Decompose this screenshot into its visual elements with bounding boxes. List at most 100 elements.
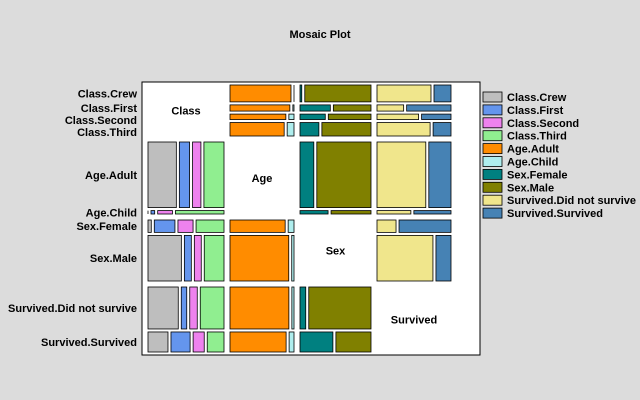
tile-sex-female-class-first	[153, 219, 176, 233]
tile-survived-yes-class-second	[192, 331, 205, 353]
tile-survived-no-sex-male	[308, 286, 372, 330]
tile-sex-female-survived-no	[376, 219, 397, 233]
row-label-survived-did-not-survive: Survived.Did not survive	[8, 303, 137, 315]
tile-class-second-sex-male	[327, 113, 372, 120]
tile-class-third-sex-female	[299, 122, 320, 137]
legend-swatch-age-child	[482, 156, 503, 167]
tile-sex-female-class-third	[195, 219, 225, 233]
tile-class-second-survived-yes	[421, 113, 452, 120]
tile-class-first-sex-male	[332, 104, 372, 112]
tile-survived-no-age-child	[291, 286, 295, 330]
tile-class-third-survived-yes	[432, 122, 452, 137]
legend-label-sex-male: Sex.Male	[507, 182, 554, 194]
row-label-survived-survived: Survived.Survived	[41, 337, 137, 349]
tile-sex-male-class-first	[183, 234, 192, 282]
tile-age-adult-class-third	[203, 141, 225, 208]
tile-sex-female-age-adult	[229, 219, 286, 233]
tile-age-adult-class-first	[178, 141, 190, 208]
tile-age-adult-class-crew	[147, 141, 177, 208]
tile-class-crew-sex-male	[304, 84, 372, 103]
legend-label-class-crew: Class.Crew	[507, 92, 567, 104]
legend-swatch-survived-survived	[482, 207, 503, 219]
legend-swatch-class-third	[482, 130, 503, 142]
tile-sex-male-class-crew	[147, 234, 182, 282]
tile-age-adult-survived-yes	[428, 141, 452, 208]
diag-label-class: Class	[171, 106, 200, 118]
tile-sex-female-survived-yes	[398, 219, 452, 233]
legend-label-class-third: Class.Third	[507, 131, 567, 143]
tile-class-crew-sex-female	[299, 84, 303, 103]
tile-age-adult-class-second	[192, 141, 202, 208]
legend-swatch-class-crew	[482, 91, 503, 103]
tile-class-crew-age-adult	[229, 84, 292, 103]
tile-class-first-age-child	[292, 104, 295, 112]
tile-age-child-survived-yes	[413, 210, 452, 215]
tile-age-child-sex-male	[330, 210, 372, 215]
tile-age-adult-survived-no	[376, 141, 427, 208]
legend-label-age-adult: Age.Adult	[507, 144, 559, 156]
tile-sex-male-class-second	[193, 234, 202, 282]
legend-swatch-survived-did-not-survive	[482, 194, 503, 206]
tile-sex-male-age-child	[291, 234, 295, 282]
legend-label-survived-survived: Survived.Survived	[507, 208, 603, 220]
tile-sex-male-class-third	[203, 234, 225, 282]
legend-swatch-class-first	[482, 104, 503, 116]
tile-class-third-survived-no	[376, 122, 431, 137]
tile-survived-no-class-second	[189, 286, 198, 330]
row-label-age-adult: Age.Adult	[85, 170, 137, 182]
tile-survived-yes-class-third	[206, 331, 225, 353]
tile-survived-no-class-third	[199, 286, 225, 330]
tile-class-third-age-child	[286, 122, 295, 137]
tile-class-crew-survived-no	[376, 84, 432, 103]
row-label-age-child: Age.Child	[86, 207, 137, 219]
tile-class-third-age-adult	[229, 122, 285, 137]
row-label-sex-male: Sex.Male	[90, 253, 137, 265]
tile-survived-yes-class-crew	[147, 331, 169, 353]
tile-age-child-sex-female	[299, 210, 329, 215]
tile-survived-yes-sex-male	[335, 331, 372, 353]
tile-class-first-survived-no	[376, 104, 405, 112]
legend-label-sex-female: Sex.Female	[507, 169, 568, 181]
tile-sex-male-age-adult	[229, 234, 290, 282]
tile-survived-yes-age-adult	[229, 331, 287, 353]
tile-sex-female-age-child	[287, 219, 295, 233]
row-label-sex-female: Sex.Female	[76, 221, 137, 233]
row-label-class-third: Class.Third	[77, 127, 137, 139]
tile-class-crew-survived-yes	[433, 84, 452, 103]
legend-label-class-first: Class.First	[507, 105, 564, 117]
tile-age-adult-sex-male	[316, 141, 372, 208]
tile-survived-no-class-first	[180, 286, 188, 330]
tile-sex-male-survived-no	[376, 234, 434, 282]
tile-class-first-sex-female	[299, 104, 331, 112]
tile-class-third-sex-male	[321, 122, 372, 137]
tile-survived-yes-class-first	[170, 331, 191, 353]
row-label-class-first: Class.First	[81, 103, 138, 115]
tile-sex-male-survived-yes	[435, 234, 452, 282]
legend-swatch-class-second	[482, 117, 503, 129]
tile-sex-female-class-crew	[147, 219, 152, 233]
diag-label-survived: Survived	[391, 315, 437, 327]
tile-class-second-age-adult	[229, 113, 287, 120]
row-label-class-crew: Class.Crew	[78, 88, 138, 100]
tile-survived-no-class-crew	[147, 286, 179, 330]
diag-label-age: Age	[252, 173, 273, 185]
tile-age-child-class-second	[157, 210, 173, 215]
tile-age-child-class-third	[175, 210, 225, 215]
tile-class-first-survived-yes	[406, 104, 452, 112]
diag-label-sex: Sex	[326, 246, 346, 258]
chart-title: Mosaic Plot	[289, 29, 350, 41]
legend-swatch-age-adult	[482, 143, 503, 155]
legend-label-age-child: Age.Child	[507, 157, 558, 169]
tile-sex-female-class-second	[177, 219, 194, 233]
tile-class-first-age-adult	[229, 104, 291, 112]
legend-label-class-second: Class.Second	[507, 118, 579, 130]
tile-survived-no-sex-female	[299, 286, 307, 330]
legend-swatch-sex-female	[482, 168, 503, 180]
row-label-class-second: Class.Second	[65, 115, 137, 127]
tile-age-child-survived-no	[376, 210, 412, 215]
tile-class-second-sex-female	[299, 113, 326, 120]
tile-age-child-class-first	[150, 210, 156, 215]
legend-label-survived-did-not-survive: Survived.Did not survive	[507, 195, 636, 207]
